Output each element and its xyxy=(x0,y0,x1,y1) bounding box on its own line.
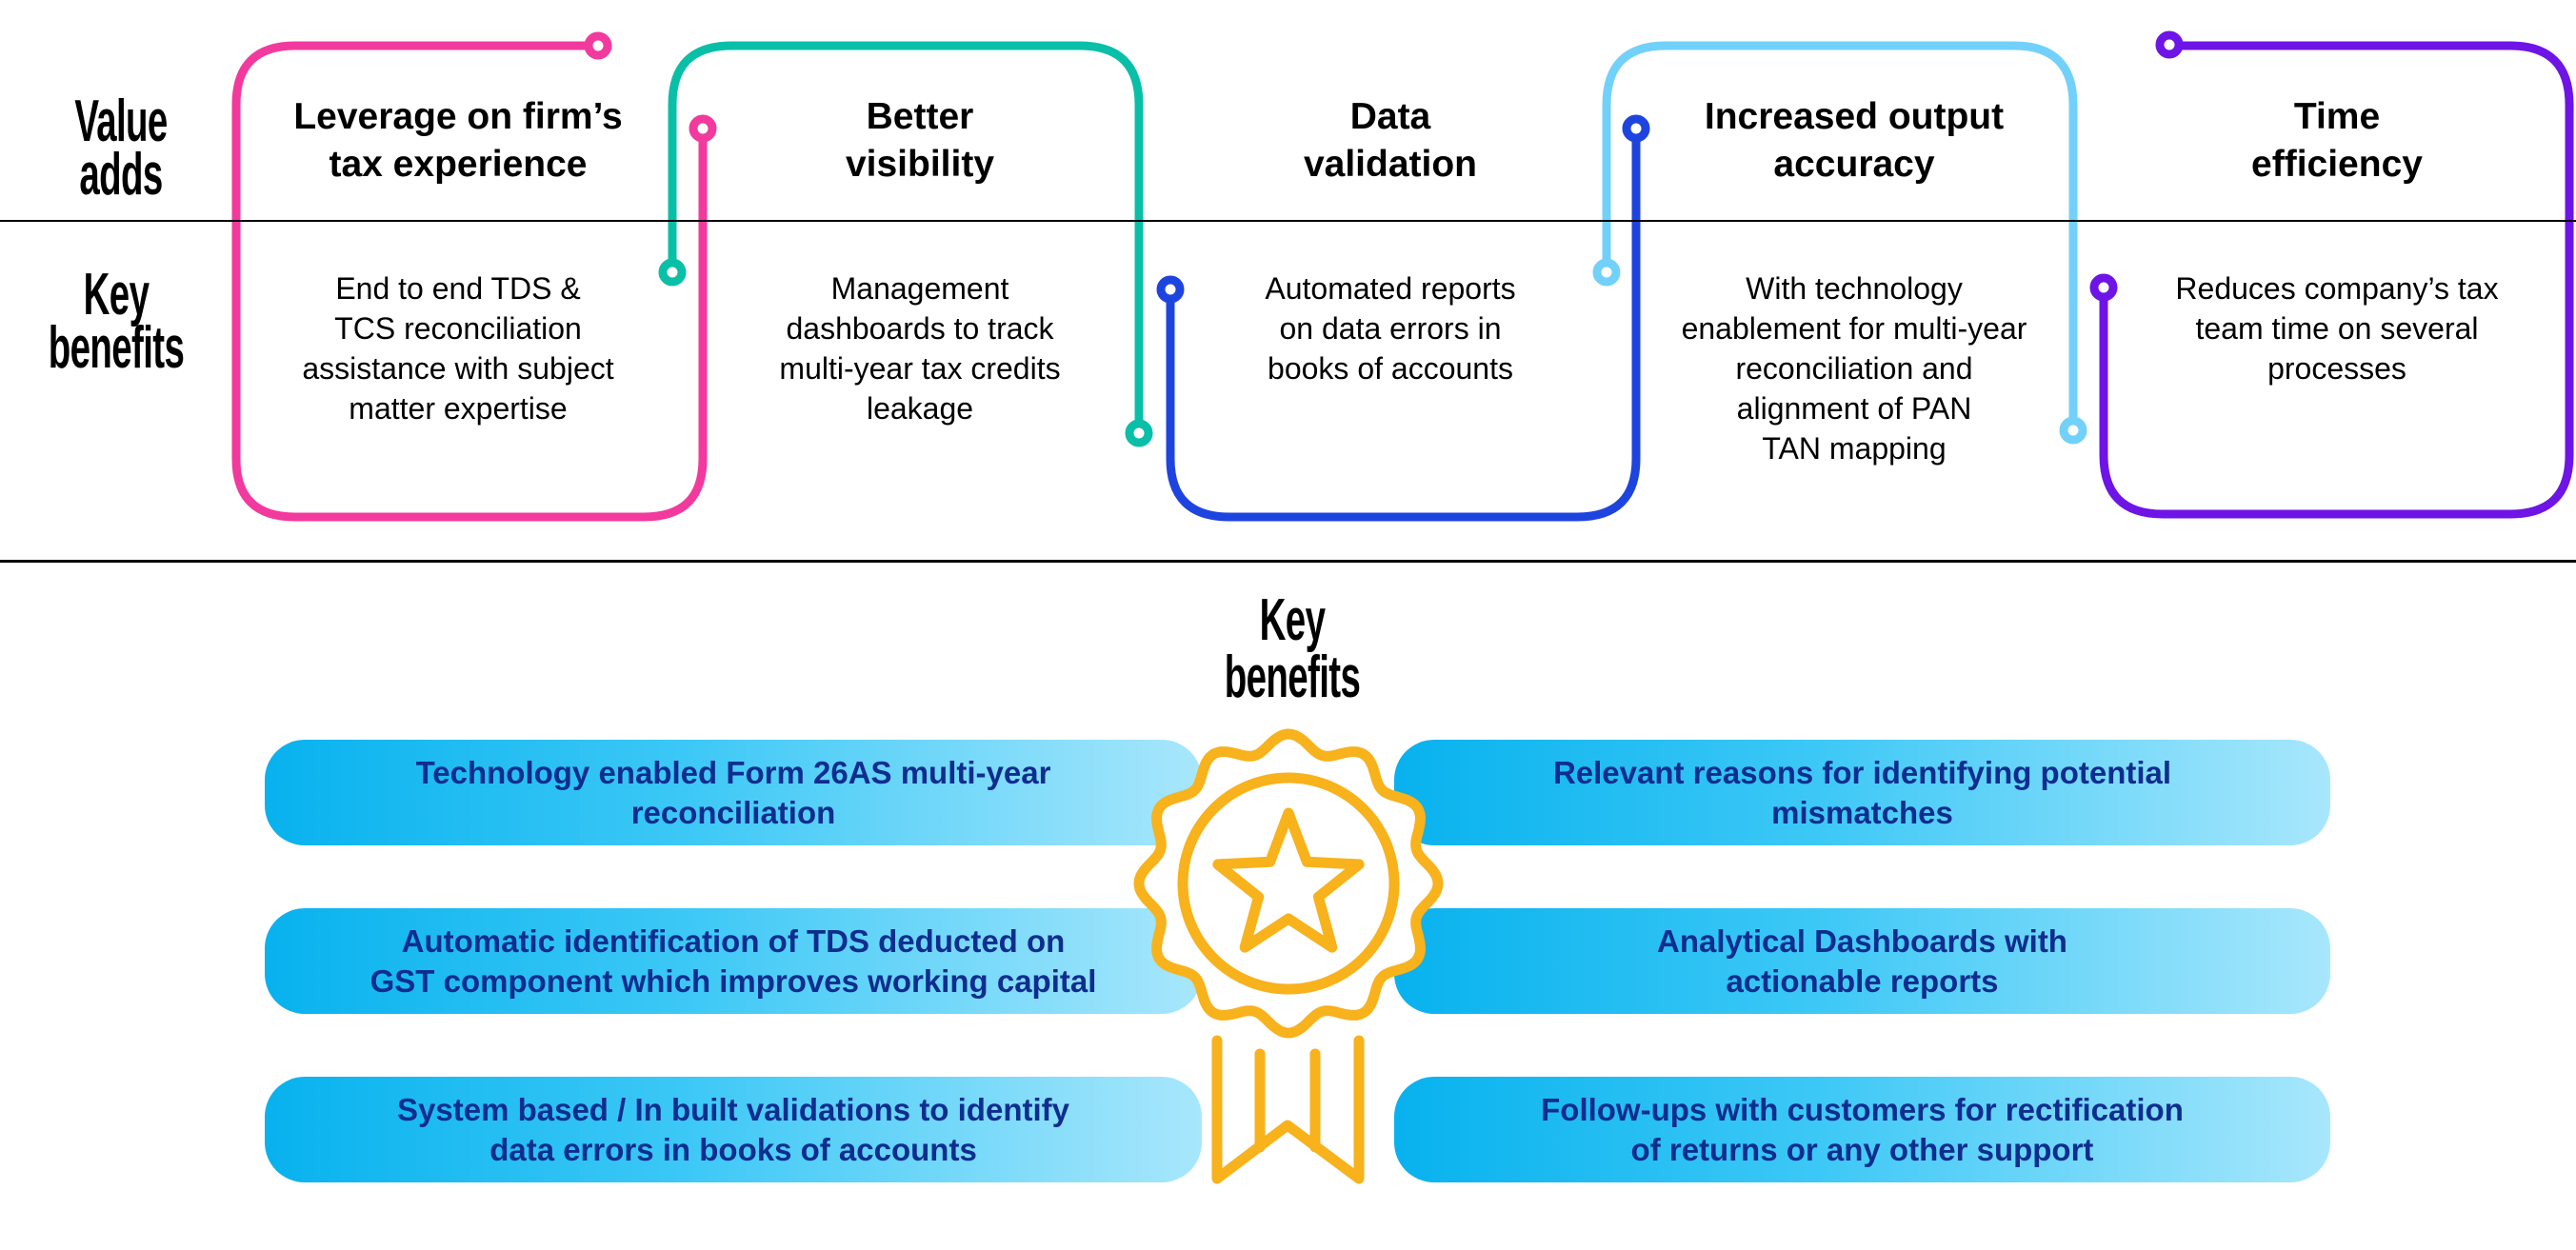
connector-end-dot xyxy=(1592,258,1621,287)
benefit-line: Automatic identification of TDS deducted… xyxy=(401,923,1066,959)
column-title-visibility: Better visibility xyxy=(710,93,1129,188)
title-line: accuracy xyxy=(1773,144,1935,185)
title-line: visibility xyxy=(845,144,995,185)
connector-blue xyxy=(1166,124,1641,522)
row-label-value-adds: Value adds xyxy=(50,89,192,208)
benefit-text: System based / In built validations to i… xyxy=(359,1090,1108,1170)
body-line: enablement for multi-year xyxy=(1681,311,2027,346)
column-title-data-validation: Data validation xyxy=(1181,93,1600,188)
benefit-pill-left-3: System based / In built validations to i… xyxy=(265,1077,1202,1182)
title-line: efficiency xyxy=(2251,144,2423,185)
column-title-time-efficiency: Time efficiency xyxy=(2127,93,2546,188)
body-line: books of accounts xyxy=(1268,351,1513,386)
connector-end-dot xyxy=(1622,114,1650,143)
title-line: Increased output xyxy=(1704,96,2005,137)
column-body-visibility: Management dashboards to track multi-yea… xyxy=(720,268,1120,428)
benefit-pill-right-2: Analytical Dashboards with actionable re… xyxy=(1394,908,2330,1014)
medal-inner-circle xyxy=(1177,772,1400,995)
benefit-line: of returns or any other support xyxy=(1630,1131,2094,1167)
column-title-leverage: Leverage on firm’s tax experience xyxy=(249,93,668,188)
title-line: Data xyxy=(1349,96,1431,137)
connector-end-dot xyxy=(1125,419,1153,447)
body-line: assistance with subject xyxy=(302,351,614,386)
ribbon-icon xyxy=(1211,1035,1365,1184)
benefit-line: reconciliation xyxy=(630,794,836,830)
connector-purple xyxy=(2099,41,2574,519)
benefit-text: Relevant reasons for identifying potenti… xyxy=(1515,753,2209,833)
body-line: multi-year tax credits xyxy=(779,351,1061,386)
title-line: Time xyxy=(2293,96,2381,137)
benefit-line: GST component which improves working cap… xyxy=(369,962,1097,999)
body-line: reconciliation and xyxy=(1735,351,1973,386)
column-body-data-validation: Automated reports on data errors in book… xyxy=(1190,268,1590,388)
title-line: validation xyxy=(1303,144,1478,185)
heading-line: Key xyxy=(1259,587,1326,653)
row-label-line: adds xyxy=(79,142,163,208)
connector-end-dot xyxy=(689,114,717,143)
benefit-pill-right-1: Relevant reasons for identifying potenti… xyxy=(1394,740,2330,845)
body-line: TAN mapping xyxy=(1762,431,1947,466)
row-label-line: Key xyxy=(83,262,150,327)
benefit-line: data errors in books of accounts xyxy=(489,1131,977,1167)
body-line: matter expertise xyxy=(349,391,568,426)
column-body-time-efficiency: Reduces company’s tax team time on sever… xyxy=(2137,268,2537,388)
connector-end-dot xyxy=(2089,273,2118,302)
heading-line: benefits xyxy=(1224,645,1361,710)
body-line: Reduces company’s tax xyxy=(2175,271,2499,306)
benefit-line: Relevant reasons for identifying potenti… xyxy=(1552,754,2172,790)
benefit-line: System based / In built validations to i… xyxy=(397,1091,1069,1127)
benefit-pill-right-3: Follow-ups with customers for rectificat… xyxy=(1394,1077,2330,1182)
body-line: TCS reconciliation xyxy=(334,311,582,346)
section-divider xyxy=(0,560,2576,563)
star-icon xyxy=(1212,807,1365,953)
benefit-text: Follow-ups with customers for rectificat… xyxy=(1503,1090,2222,1170)
row-divider xyxy=(0,220,2576,222)
body-line: alignment of PAN xyxy=(1736,391,1972,426)
award-medal-star-icon xyxy=(1133,728,1444,1184)
connector-end-dot xyxy=(2155,30,2184,59)
connector-end-dot xyxy=(658,258,687,287)
connector-teal xyxy=(668,41,1144,438)
body-line: leakage xyxy=(866,391,974,426)
title-line: Leverage on firm’s xyxy=(293,96,623,137)
benefit-line: Technology enabled Form 26AS multi-year xyxy=(415,754,1051,790)
connector-end-dot xyxy=(1156,275,1185,304)
title-line: tax experience xyxy=(329,144,588,185)
connector-end-dot xyxy=(2059,416,2087,445)
benefit-line: actionable reports xyxy=(1726,962,1999,999)
body-line: Management xyxy=(830,271,1009,306)
connector-lightblue xyxy=(1602,41,2078,435)
row-label-line: benefits xyxy=(48,315,185,381)
column-title-output-accuracy: Increased output accuracy xyxy=(1645,93,2064,188)
benefit-pill-left-2: Automatic identification of TDS deducted… xyxy=(265,908,1202,1014)
benefit-pill-left-1: Technology enabled Form 26AS multi-year … xyxy=(265,740,1202,845)
connector-end-dot xyxy=(584,31,612,60)
row-label-key-benefits: Key benefits xyxy=(46,262,188,381)
column-body-leverage: End to end TDS & TCS reconciliation assi… xyxy=(258,268,658,428)
column-body-output-accuracy: With technology enablement for multi-yea… xyxy=(1654,268,2054,468)
key-benefits-heading: Key benefits xyxy=(1222,587,1364,710)
benefit-line: Analytical Dashboards with xyxy=(1657,923,2067,959)
body-line: With technology xyxy=(1746,271,1963,306)
benefit-text: Technology enabled Form 26AS multi-year … xyxy=(378,753,1089,833)
body-line: Automated reports xyxy=(1265,271,1516,306)
body-line: processes xyxy=(2267,351,2406,386)
benefit-text: Automatic identification of TDS deducted… xyxy=(332,922,1135,1002)
body-line: team time on several xyxy=(2195,311,2479,346)
body-line: End to end TDS & xyxy=(335,271,581,306)
title-line: Better xyxy=(866,96,974,137)
body-line: dashboards to track xyxy=(786,311,1054,346)
benefit-line: Follow-ups with customers for rectificat… xyxy=(1541,1091,2184,1127)
benefit-line: mismatches xyxy=(1771,794,1953,830)
body-line: on data errors in xyxy=(1279,311,1502,346)
connector-pink xyxy=(231,41,708,522)
benefit-text: Analytical Dashboards with actionable re… xyxy=(1619,922,2106,1002)
row-label-line: Value xyxy=(74,89,168,154)
